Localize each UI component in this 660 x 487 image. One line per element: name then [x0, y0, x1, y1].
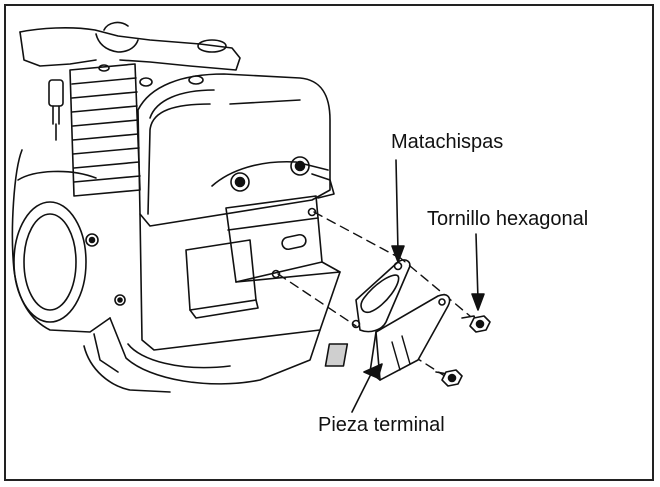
label-hex-bolt: Tornillo hexagonal — [427, 208, 589, 230]
engine-body — [11, 21, 341, 393]
leader-end-piece — [351, 371, 373, 413]
leader-hex-bolt — [475, 233, 479, 301]
hex-bolt-upper — [461, 315, 491, 333]
label-end-piece: Pieza terminal — [318, 414, 445, 436]
diagram-frame — [4, 4, 654, 481]
end-piece-part — [324, 293, 451, 381]
spark-arrester-part — [351, 259, 411, 333]
leader-arrows — [351, 159, 485, 413]
hex-bolt-lower — [435, 369, 463, 387]
label-spark-arrester: Matachispas — [391, 131, 504, 153]
leader-spark-arrester — [395, 159, 399, 253]
